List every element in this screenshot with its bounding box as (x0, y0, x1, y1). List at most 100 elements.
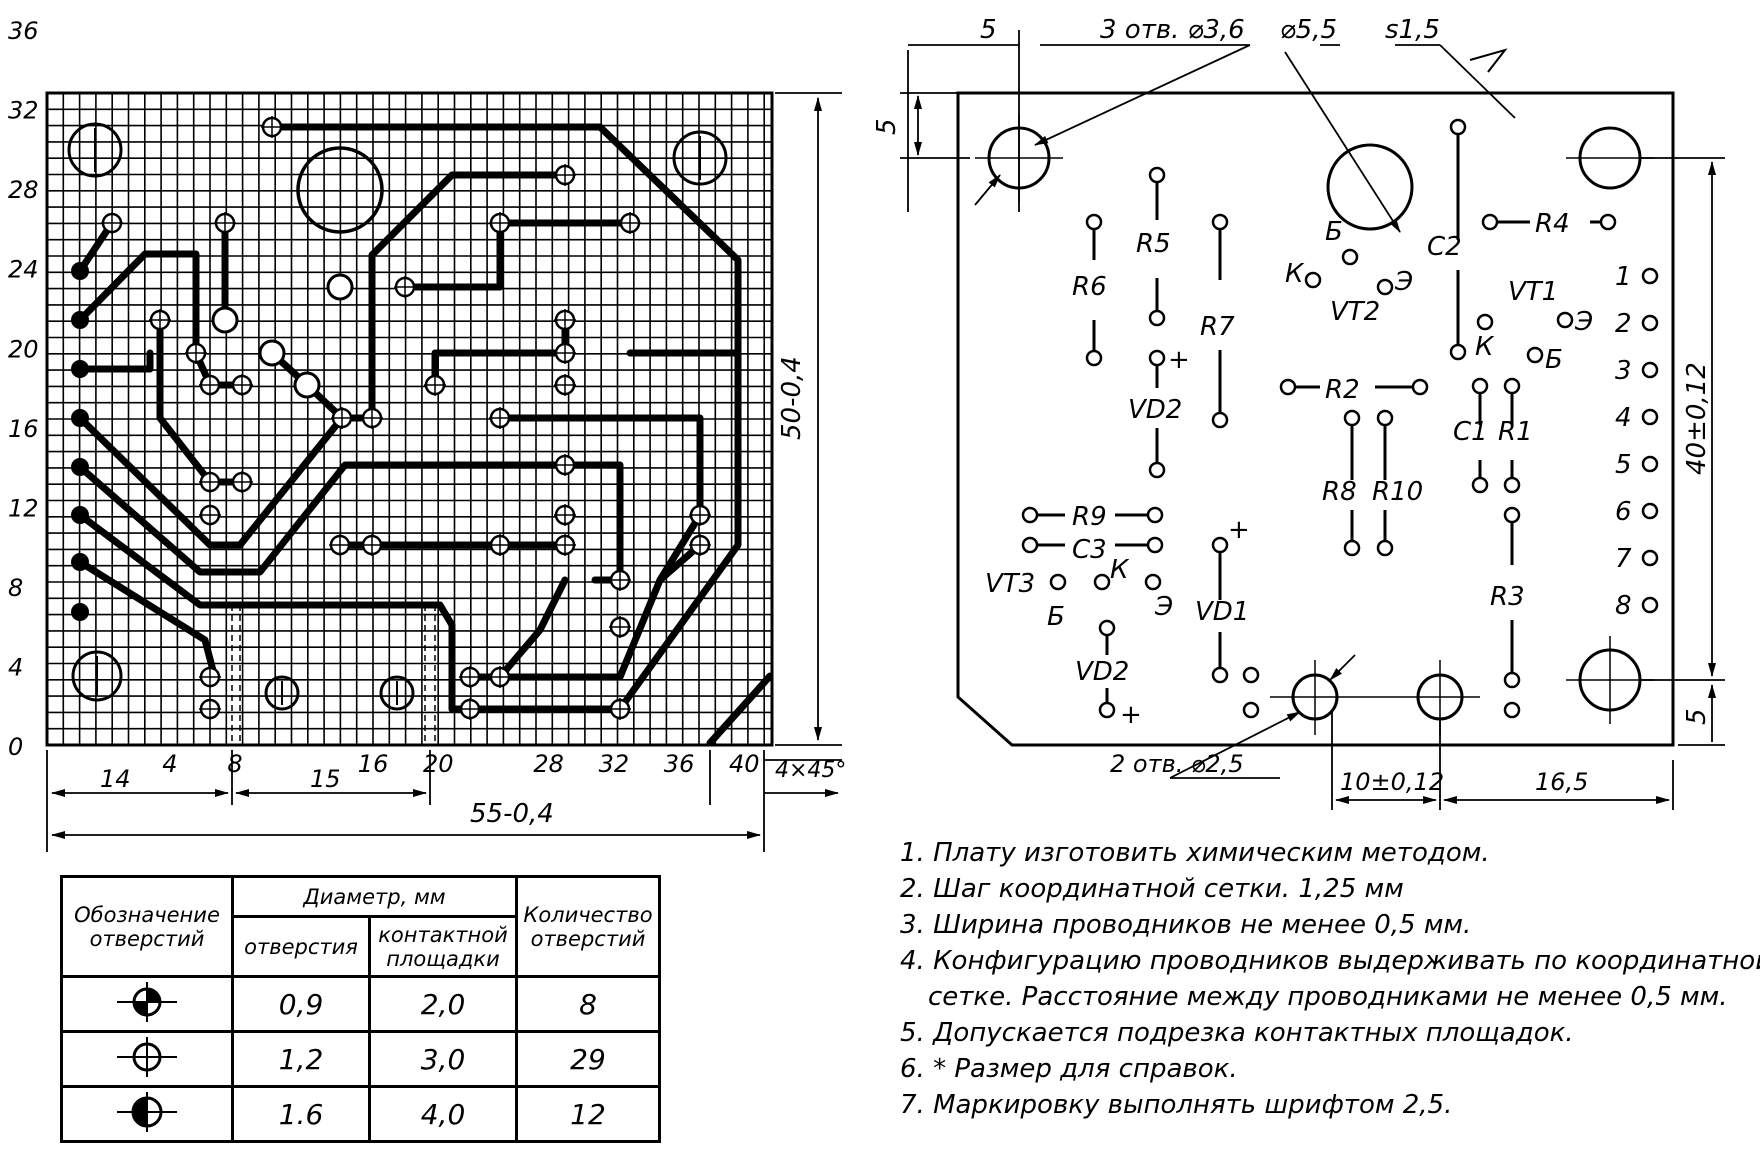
dim-pitch: 10±0,12 (1340, 768, 1444, 796)
dim-height: 50-0,4 (777, 356, 807, 440)
pad-0-9 (71, 553, 89, 571)
component-pad (1503, 476, 1521, 494)
pad-1-6 (211, 306, 239, 334)
pin-pad (1641, 549, 1659, 567)
x-tick-label: 28 (533, 750, 564, 778)
pin-label: 3 (1615, 356, 1632, 386)
x-tick-label: 16 (358, 750, 389, 778)
pad-1-2 (609, 698, 631, 720)
component-pad (1211, 666, 1229, 684)
cell-hole: 1.6 (231, 1085, 371, 1143)
label-VT3: VT3 (985, 569, 1035, 599)
pad-1-2 (231, 471, 253, 493)
pin-label: 6 (1615, 497, 1632, 527)
component-pad (1481, 213, 1499, 231)
label-E3: Э (1154, 592, 1173, 622)
pad-1-2 (689, 534, 711, 556)
component-pad (1211, 536, 1229, 554)
pad-1-2 (361, 407, 383, 429)
component-pad (1376, 278, 1394, 296)
pad-1-2 (554, 374, 576, 396)
component-pad (1376, 539, 1394, 557)
mount-hole (67, 122, 123, 178)
pin-pad (1641, 502, 1659, 520)
component-pad (1211, 411, 1229, 429)
pad-1-2 (261, 116, 283, 138)
pad-1-2 (489, 666, 511, 688)
pad-1-2 (489, 407, 511, 429)
label-VT2: VT2 (1330, 297, 1380, 327)
th-count: Количество отверстий (515, 875, 661, 978)
th-hole: отверстия (231, 915, 371, 978)
component-pad (1146, 506, 1164, 524)
pin-label: 2 (1615, 309, 1632, 339)
component-pad (1599, 213, 1617, 231)
zone-lines (231, 605, 436, 745)
label-B2: Б (1545, 345, 1563, 375)
component-pad (1093, 573, 1111, 591)
pad-1-2 (214, 212, 236, 234)
pad-1-2 (394, 276, 416, 298)
pad-1-2 (554, 309, 576, 331)
center-lines (975, 114, 1654, 735)
label-K2: К (1475, 332, 1495, 362)
callout-diameter: ⌀5,5 (1280, 15, 1337, 45)
th-designation: Обозначение отверстий (60, 875, 234, 978)
pcb-outline (45, 91, 774, 747)
pad-0-9 (71, 311, 89, 329)
callout-thickness: s1,5 (1385, 15, 1440, 45)
pad-1-6 (258, 339, 286, 367)
component-pad (1021, 506, 1039, 524)
cell-pad: 4,0 (368, 1085, 518, 1143)
pad-0-9 (71, 360, 89, 378)
component-pad (1503, 377, 1521, 395)
pin-pad (1641, 314, 1659, 332)
pad-1-2 (424, 374, 446, 396)
label-R1: R1 (1498, 417, 1533, 447)
cell-count: 8 (515, 975, 661, 1033)
th-pad: контактной площадки (368, 915, 518, 978)
mount-hole (379, 675, 415, 711)
label-E1: Э (1394, 267, 1413, 297)
label-VD2-top: VD2 (1128, 395, 1182, 425)
pad-1-2 (459, 666, 481, 688)
pin-pad (1641, 596, 1659, 614)
pad-1-2 (459, 698, 481, 720)
label-C2: C2 (1427, 232, 1462, 262)
pad-1-2 (199, 698, 221, 720)
pad-1-2 (199, 504, 221, 526)
label-K1: К (1285, 259, 1305, 289)
cell-pad: 3,0 (368, 1030, 518, 1088)
component-pad (1449, 118, 1467, 136)
pad-0-9 (71, 262, 89, 280)
pin-pad (1641, 408, 1659, 426)
table-row: 1.6 4,0 12 (60, 1085, 661, 1143)
component-pad (1148, 309, 1166, 327)
pin-pad (1641, 361, 1659, 379)
component-pad (1476, 313, 1494, 331)
component-pad (1085, 213, 1103, 231)
pad-1-2 (609, 569, 631, 591)
x-tick-label: 36 (664, 750, 695, 778)
dim-chamfer: 4×45° (775, 758, 846, 783)
label-R4: R4 (1535, 209, 1570, 239)
pad-0-9 (71, 603, 89, 621)
component-pad (1148, 166, 1166, 184)
pad-1-2 (554, 164, 576, 186)
component-pad (1242, 701, 1260, 719)
y-axis-ticks: 0481216202428323640 (8, 17, 39, 761)
pin-pad (1641, 267, 1659, 285)
pad-0-9 (71, 409, 89, 427)
label-VD1: VD1 (1195, 597, 1249, 627)
component-pad (1471, 377, 1489, 395)
component-pad (1098, 619, 1116, 637)
note-6: 6. * Размер для справок. (900, 1054, 1238, 1084)
x-tick-label: 20 (423, 750, 454, 778)
label-B1: Б (1325, 217, 1343, 247)
table-row: 1,2 3,0 29 (60, 1030, 661, 1088)
pad-0-9 (71, 458, 89, 476)
pad-1-2 (689, 504, 711, 526)
